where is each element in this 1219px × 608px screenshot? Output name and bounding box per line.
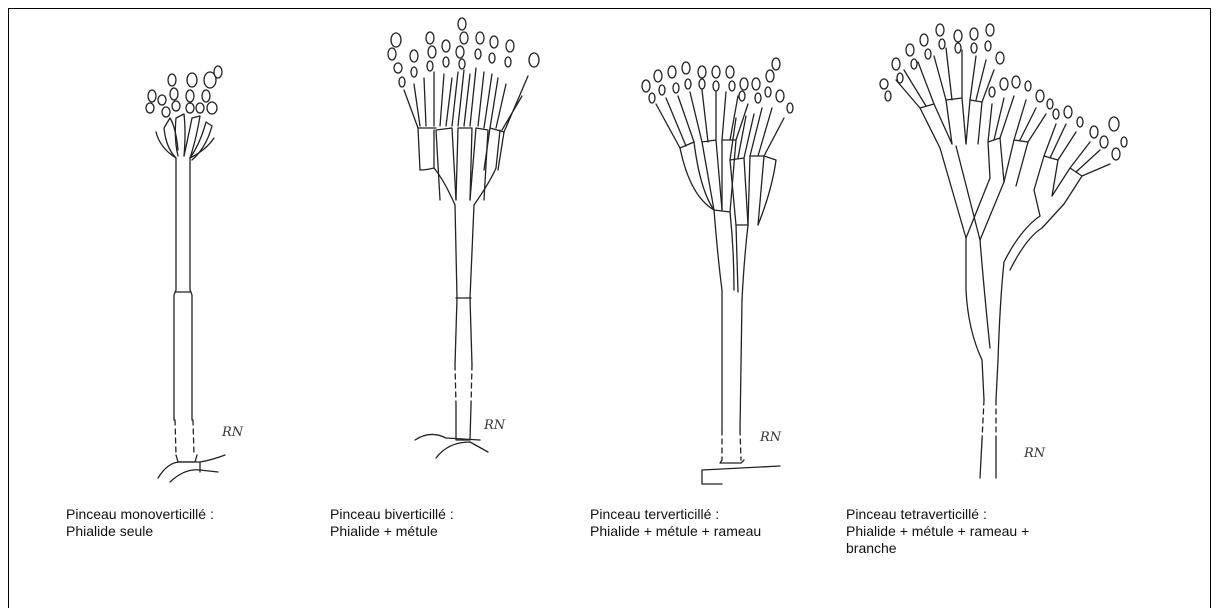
caption-description: Phialide + métule + rameau +	[846, 523, 1029, 540]
penicillium-illustrations	[0, 0, 1219, 593]
caption-title: Pinceau tetraverticillé :	[846, 506, 1029, 523]
tetraverticillate-penicillus	[880, 24, 1127, 478]
biverticillate-penicillus	[388, 18, 539, 458]
caption-description: Phialide seule	[66, 523, 214, 540]
caption-monoverticillate: Pinceau monoverticillé : Phialide seule	[66, 506, 214, 540]
caption-description-continued: branche	[846, 540, 1029, 557]
caption-biverticillate: Pinceau biverticillé : Phialide + métule	[330, 506, 454, 540]
artist-signature: RN	[222, 425, 243, 440]
caption-description: Phialide + métule	[330, 523, 454, 540]
caption-tetraverticillate: Pinceau tetraverticillé : Phialide + mét…	[846, 506, 1029, 557]
caption-title: Pinceau monoverticillé :	[66, 506, 214, 523]
caption-description: Phialide + métule + rameau	[590, 523, 761, 540]
artist-signature: RN	[1024, 446, 1045, 461]
caption-title: Pinceau terverticillé :	[590, 506, 761, 523]
artist-signature: RN	[484, 418, 505, 433]
terverticillate-penicillus	[642, 58, 793, 484]
caption-title: Pinceau biverticillé :	[330, 506, 454, 523]
caption-terverticillate: Pinceau terverticillé : Phialide + métul…	[590, 506, 761, 540]
artist-signature: RN	[760, 430, 781, 445]
monoverticillate-penicillus	[146, 66, 225, 482]
